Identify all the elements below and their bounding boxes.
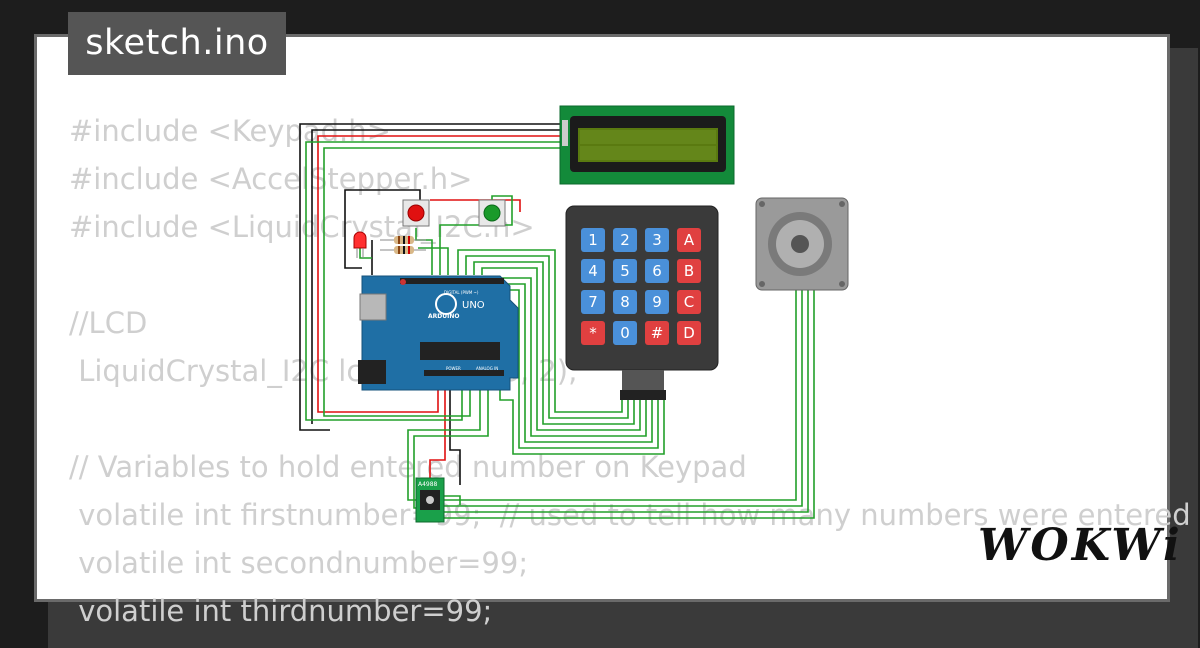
membrane-keypad[interactable]: 1 2 3 A 4 5 6 B 7 8 9 C * 0 # D [565,205,719,400]
keypad-key-label: 6 [652,262,662,280]
wires [299,123,815,519]
keypad-key[interactable] [581,228,605,252]
keypad-key-label: 5 [620,262,630,280]
driver-label: A4988 [418,481,438,488]
keypad-key-label: * [589,324,597,342]
a4988-driver[interactable]: A4988 [415,477,445,523]
wire-button-gnd [344,189,421,269]
keypad-key[interactable] [677,290,701,314]
arduino-brand-label: ARDUINO [428,313,459,320]
arduino-model-label: UNO [462,300,485,311]
keypad-key[interactable] [613,259,637,283]
keypad-key-label: 0 [620,324,630,342]
keypad-key[interactable] [645,321,669,345]
usb-port [359,293,387,321]
resistor-1 [380,236,426,244]
code-line: // Variables to hold entered number on K… [69,450,747,484]
keypad-key-label: A [684,231,695,249]
resistor-2 [380,246,426,254]
wire-gnd-lcd [299,123,560,431]
keypad-key[interactable] [613,228,637,252]
keypad-key[interactable] [613,290,637,314]
code-line: volatile int thirdnumber=99; [69,594,493,628]
red-led[interactable] [353,231,367,258]
arduino-power-header-label: POWER [446,366,461,371]
keypad-key[interactable] [645,259,669,283]
keypad-key-label: C [684,293,694,311]
keypad-key-label: # [651,324,664,342]
wire-black-2 [311,129,560,424]
arduino-uno[interactable]: UNO ARDUINO DIGITAL (PWM ~) POWER ANALOG… [358,275,519,391]
keypad-key[interactable] [581,290,605,314]
keypad-key[interactable] [677,259,701,283]
keypad-key-label: 3 [652,231,662,249]
keypad-key-label: 1 [588,231,598,249]
wokwi-logo: WOKWi [978,520,1183,571]
lcd-display[interactable] [559,105,735,185]
keypad-key-label: 7 [588,293,598,311]
keypad-key[interactable] [677,228,701,252]
wire-vcc-lcd [317,135,560,413]
push-button-red[interactable] [402,199,430,227]
keypad-keys: 1 2 3 A 4 5 6 B 7 8 9 C * 0 # D [581,228,701,345]
keypad-key[interactable] [581,259,605,283]
arduino-digital-header-label: DIGITAL (PWM ~) [444,290,479,295]
keypad-key[interactable] [613,321,637,345]
keypad-key-label: 9 [652,293,662,311]
code-line: volatile int secondnumber=99; [69,546,529,580]
keypad-key[interactable] [581,321,605,345]
keypad-key[interactable] [677,321,701,345]
atmega-chip [420,342,500,360]
keypad-key[interactable] [645,290,669,314]
code-line: #include <AccelStepper.h> [69,162,473,196]
circuit-diagram: UNO ARDUINO DIGITAL (PWM ~) POWER ANALOG… [299,105,849,523]
push-button-green[interactable] [478,199,506,227]
stepper-motor[interactable] [755,197,849,291]
keypad-key[interactable] [645,228,669,252]
arduino-analog-header-label: ANALOG IN [476,366,498,371]
keypad-key-label: 4 [588,262,598,280]
keypad-key-label: 8 [620,293,630,311]
keypad-key-label: B [684,262,694,280]
code-line: //LCD [69,306,148,340]
wire-driver-gnd [449,378,461,485]
keypad-key-label: 2 [620,231,630,249]
file-tab[interactable]: sketch.ino [68,12,286,75]
power-jack [358,360,386,384]
keypad-key-label: D [683,324,695,342]
